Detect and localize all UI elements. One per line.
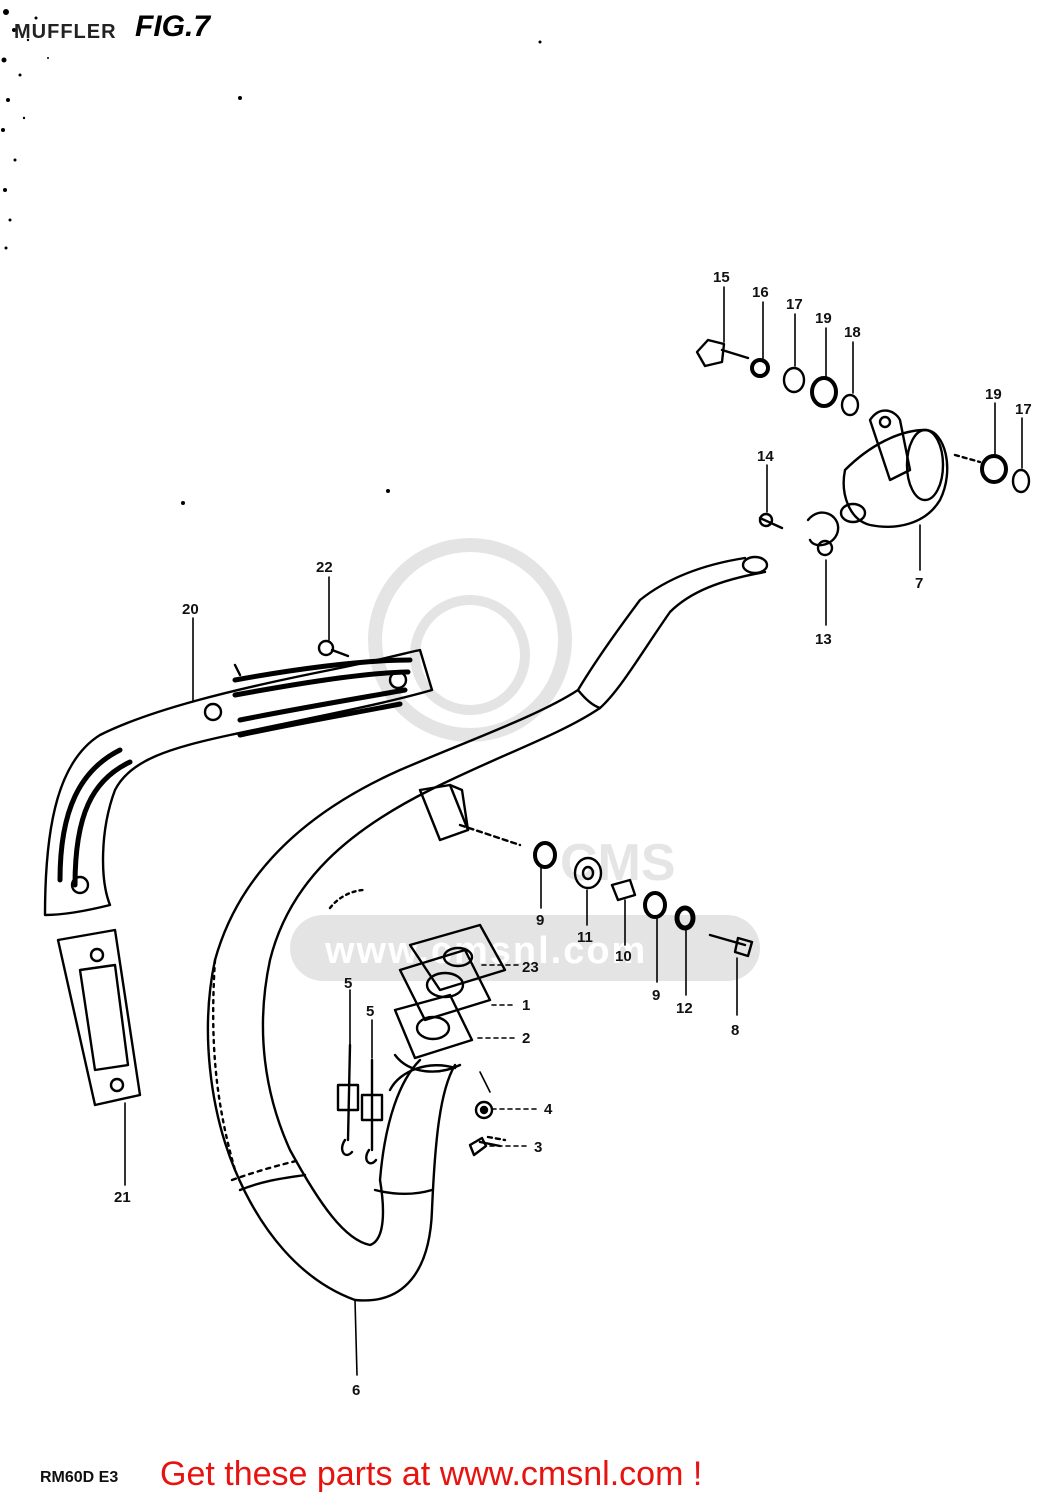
callout-23: 23 <box>522 959 539 976</box>
callout-5a: 5 <box>344 975 352 992</box>
callout-10: 10 <box>615 948 632 965</box>
callout-4: 4 <box>544 1101 553 1118</box>
springs-5 <box>336 1043 384 1165</box>
silencer-7 <box>839 409 982 528</box>
cmsnl-promo-link[interactable]: Get these parts at www.cmsnl.com ! <box>160 1455 703 1493</box>
watermark-mascot-face <box>410 595 530 715</box>
clamp-13-bolt-14 <box>758 511 840 557</box>
figure-label: FIG.7 <box>135 10 211 43</box>
callout-17b: 17 <box>1015 401 1032 418</box>
diagram-title: MUFFLER <box>14 21 117 43</box>
watermark-banner-shape <box>290 915 760 981</box>
callout-20: 20 <box>182 601 199 618</box>
bracket-hardware-8-12 <box>533 841 754 958</box>
callout-18: 18 <box>844 324 861 341</box>
watermark-mascot-head <box>368 538 572 742</box>
callout-17a: 17 <box>786 296 803 313</box>
pipe-bracket <box>418 783 522 847</box>
callout-19a: 19 <box>815 310 832 327</box>
model-code: RM60D E3 <box>40 1469 118 1486</box>
callout-19b: 19 <box>985 386 1002 403</box>
lower-shield-21 <box>56 928 142 1107</box>
callout-7: 7 <box>915 575 923 592</box>
callout-6: 6 <box>352 1382 360 1399</box>
callout-12: 12 <box>676 1000 693 1017</box>
callout-2: 2 <box>522 1030 530 1047</box>
callout-8: 8 <box>731 1022 739 1039</box>
bolt-22 <box>317 639 350 658</box>
bolt-3-washer-4 <box>468 1100 507 1157</box>
callout-11: 11 <box>577 929 593 946</box>
callouts: 1 2 3 4 5 5 6 7 8 9 9 10 11 12 13 14 15 … <box>114 269 1032 1399</box>
callout-3: 3 <box>534 1139 542 1156</box>
callout-5b: 5 <box>366 1003 374 1020</box>
callout-15: 15 <box>713 269 730 286</box>
exhaust-pipe-6 <box>206 555 769 1302</box>
callout-22: 22 <box>316 559 333 576</box>
callout-21: 21 <box>114 1189 131 1206</box>
flange-gaskets <box>388 923 507 1092</box>
callout-13: 13 <box>815 631 832 648</box>
exhaust-parts-art <box>43 286 1031 1376</box>
mount-hardware-15-19 <box>695 338 1031 494</box>
heat-shield-20 <box>43 648 434 917</box>
callout-16: 16 <box>752 284 769 301</box>
scan-noise <box>1 9 542 505</box>
cms-watermark: CMS www.cmsnl.com <box>290 538 760 981</box>
callout-9a: 9 <box>536 912 544 929</box>
callout-9b: 9 <box>652 987 660 1004</box>
callout-1: 1 <box>522 997 530 1014</box>
callout-14: 14 <box>757 448 774 465</box>
leader-lines <box>124 286 1023 1376</box>
